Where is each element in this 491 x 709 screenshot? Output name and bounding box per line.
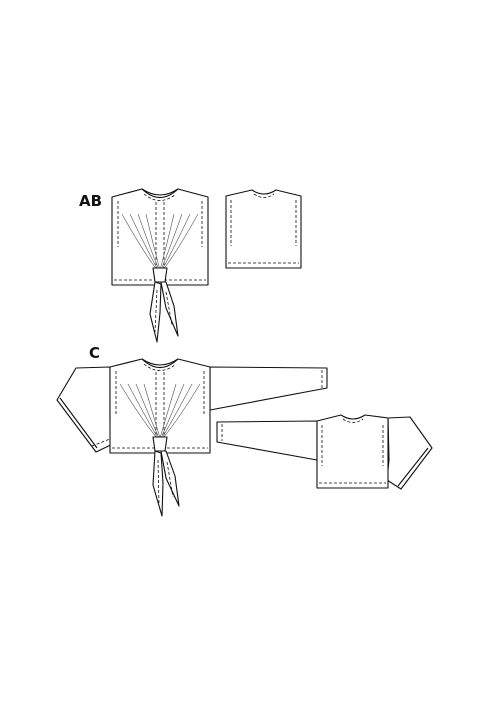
label-ab: AB (79, 192, 103, 210)
c-front-view (56, 358, 328, 517)
ab-front-view (111, 188, 209, 343)
ab-back-view (225, 189, 302, 269)
c-back-view (216, 414, 433, 490)
label-c: C (89, 344, 101, 362)
